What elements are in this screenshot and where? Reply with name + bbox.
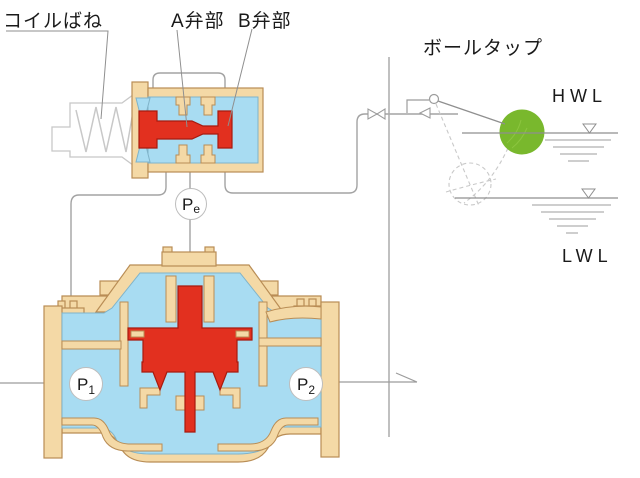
stop-valve-icon <box>367 108 386 120</box>
p2-sub: 2 <box>308 383 316 397</box>
valve-b-label: B弁部 <box>238 11 292 32</box>
pilot-right-pipe <box>224 113 458 194</box>
p1-base: P <box>76 374 89 394</box>
ball-tap-group <box>367 93 545 207</box>
valve-b-leader <box>227 28 253 127</box>
coil-spring-label: コイルばね <box>3 11 104 32</box>
pe-base: P <box>181 194 194 214</box>
pipes-group <box>70 72 458 305</box>
pilot-top-loop-pipe <box>152 72 226 96</box>
spring-zigzag <box>75 106 134 153</box>
water-level-hwl-icon <box>462 123 618 162</box>
left-flange <box>43 305 63 459</box>
lwl-label: LWL <box>562 246 613 266</box>
right-flange <box>320 301 340 458</box>
ghost-arm <box>435 103 480 207</box>
main-valve-drawing <box>43 246 340 463</box>
leader-lines <box>6 28 253 128</box>
pilot-left-pipe <box>70 172 167 305</box>
float-swing-path <box>463 147 509 204</box>
pivot-circle <box>428 93 440 105</box>
water-level-lwl-icon <box>455 188 618 234</box>
pilot-spool <box>138 110 233 149</box>
p1-sub: 1 <box>88 383 96 397</box>
pilot-seat-teeth <box>175 96 216 164</box>
tap-plug-icon <box>418 107 431 119</box>
valve-stem-disc <box>127 285 253 433</box>
bonnet-nipple <box>161 246 217 267</box>
hwl-label: HWL <box>552 86 607 106</box>
p2-base: P <box>296 374 309 394</box>
spring-housing <box>51 91 138 169</box>
ghost-float-icon <box>435 103 509 207</box>
pe-sub: e <box>193 202 201 216</box>
float-arm <box>437 100 506 125</box>
float-ball-icon <box>499 109 545 155</box>
seat-inserts <box>130 330 250 338</box>
ball-tap-label: ボールタップ <box>423 38 544 59</box>
coil-spring-leader <box>6 30 109 120</box>
ghost-ball <box>448 162 492 206</box>
pilot-valve-drawing <box>131 81 264 179</box>
valve-a-leader <box>176 29 188 128</box>
valve-a-label: A弁部 <box>171 11 225 32</box>
ghost-cross-arm <box>445 178 497 193</box>
coil-spring-icon <box>51 91 138 169</box>
pivot-bracket <box>406 99 429 113</box>
